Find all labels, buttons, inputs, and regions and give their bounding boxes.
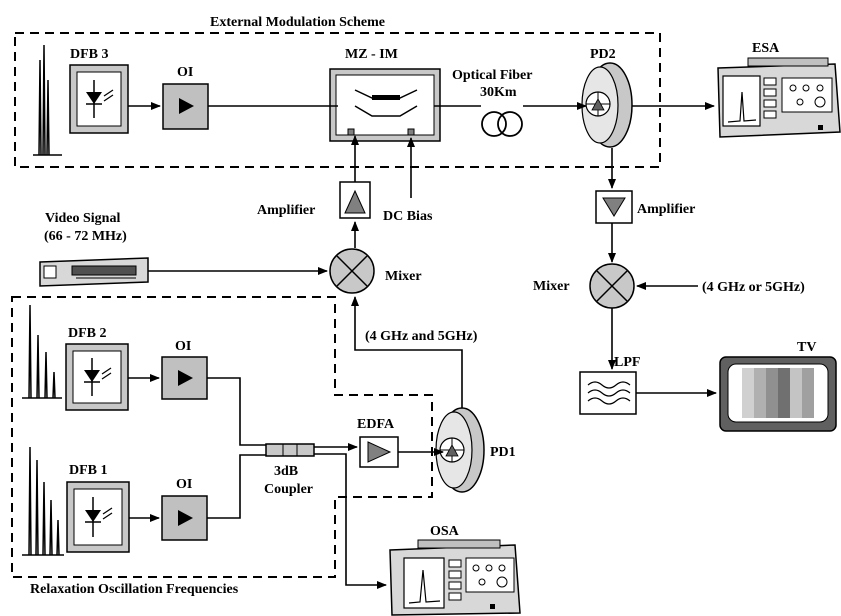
optical-fiber-label: Optical Fiber	[452, 68, 533, 83]
osa-analyzer	[389, 539, 521, 616]
mzim-modulator	[329, 68, 441, 142]
fiber-coil-icon	[481, 111, 523, 137]
relaxation-oscillation-box	[11, 296, 433, 578]
edfa-label: EDFA	[357, 417, 395, 432]
amplifier-left-label: Amplifier	[257, 203, 315, 218]
video-signal-label: Video Signal	[45, 211, 120, 226]
esa-label: ESA	[752, 41, 780, 56]
pd1-photodiode	[435, 407, 485, 493]
freq-or-label: (4 GHz or 5GHz)	[702, 280, 805, 295]
lpf-filter	[579, 371, 637, 415]
lpf-label: LPF	[614, 355, 640, 370]
dfb2-spectrum-icon	[22, 304, 62, 399]
amplifier-left	[339, 181, 371, 219]
mixer-right	[589, 263, 635, 309]
mixer-left-label: Mixer	[385, 269, 422, 284]
relaxation-label: Relaxation Oscillation Frequencies	[30, 582, 239, 597]
dc-bias-label: DC Bias	[383, 209, 433, 224]
amplifier-right-label: Amplifier	[637, 202, 695, 217]
dfb1-spectrum-icon	[22, 446, 64, 556]
dfb1-label: DFB 1	[69, 463, 108, 478]
pd2-label: PD2	[590, 47, 616, 62]
amplifier-right	[595, 190, 633, 224]
external-scheme-label: External Modulation Scheme	[210, 15, 385, 30]
video-source-device	[39, 257, 149, 287]
dfb1-laser	[66, 481, 130, 553]
pd1-label: PD1	[490, 445, 516, 460]
oi-top-label: OI	[177, 65, 193, 80]
dfb3-label: DFB 3	[70, 47, 109, 62]
pd2-photodiode	[581, 62, 633, 148]
oi-bot-label: OI	[176, 477, 192, 492]
external-modulation-box	[14, 32, 661, 168]
freq-and-label: (4 GHz and 5GHz)	[365, 329, 478, 344]
tv-label: TV	[797, 340, 816, 355]
dfb2-label: DFB 2	[68, 326, 107, 341]
coupler-3db-label: 3dB	[274, 464, 298, 479]
tv-display	[719, 356, 837, 432]
mixer-left	[329, 248, 375, 294]
edfa-amplifier	[359, 436, 399, 468]
connections	[128, 102, 717, 589]
oi-top-isolator	[162, 83, 209, 130]
esa-analyzer	[717, 57, 841, 138]
coupler-3db	[265, 443, 315, 457]
video-frequency-label: (66 - 72 MHz)	[44, 229, 127, 244]
dfb2-laser	[65, 343, 129, 411]
dfb3-spectrum-icon	[33, 44, 62, 156]
oi-mid-isolator	[161, 356, 208, 400]
mzim-label: MZ - IM	[345, 47, 398, 62]
oi-mid-label: OI	[175, 339, 191, 354]
dfb3-laser	[69, 64, 129, 134]
mixer-right-label: Mixer	[533, 279, 570, 294]
coupler-label: Coupler	[264, 482, 313, 497]
osa-label: OSA	[430, 524, 460, 539]
oi-bot-isolator	[161, 495, 208, 541]
fiber-length-label: 30Km	[480, 85, 517, 100]
